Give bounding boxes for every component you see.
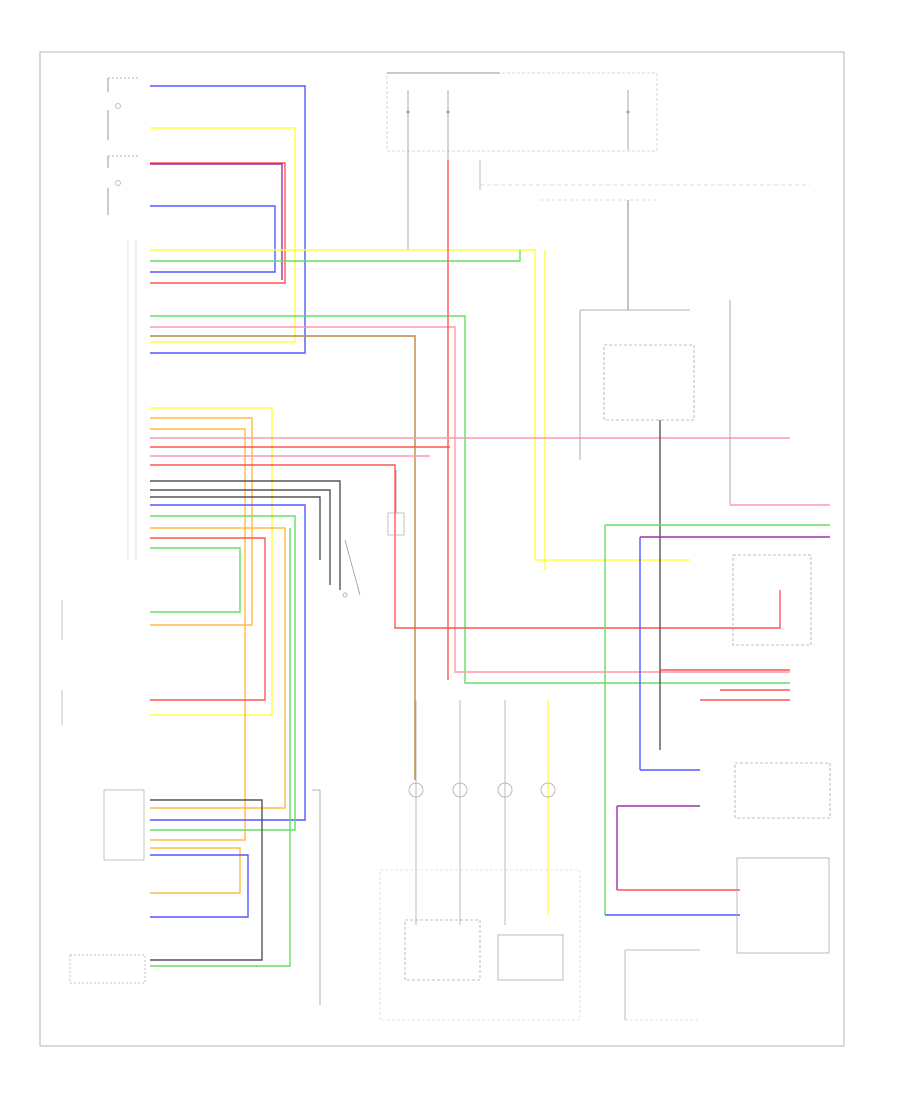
seat-position-connector bbox=[103, 789, 145, 861]
fuse-block-outline bbox=[386, 72, 658, 152]
passenger-airbag-module bbox=[497, 934, 564, 981]
squib-connector bbox=[497, 782, 513, 798]
cross-wire-group bbox=[150, 160, 790, 780]
splice-point bbox=[446, 110, 450, 114]
power-distribution-group bbox=[386, 72, 810, 400]
seat-belt-switch-box bbox=[732, 554, 812, 646]
occupant-sensor-box bbox=[734, 762, 831, 819]
sensor-symbol bbox=[115, 103, 121, 109]
sensor-symbol bbox=[115, 180, 121, 186]
obd-connector bbox=[69, 954, 146, 984]
squib-connector bbox=[452, 782, 468, 798]
right-component-group bbox=[579, 300, 831, 954]
top-left-component-group bbox=[107, 77, 140, 215]
airbag-module-group bbox=[379, 700, 581, 1021]
squib-connector bbox=[540, 782, 556, 798]
center-switch-group bbox=[342, 470, 405, 598]
splice-point bbox=[406, 110, 410, 114]
driver-airbag-module bbox=[404, 919, 481, 981]
left-wire-group bbox=[150, 85, 306, 354]
left-bottom-component-group bbox=[61, 600, 321, 1005]
steering-column-box bbox=[379, 869, 581, 1021]
squib-connector bbox=[408, 782, 424, 798]
diagram-frame bbox=[39, 51, 845, 1047]
seat-belt-tensioner-box bbox=[736, 857, 830, 954]
splice-point bbox=[626, 110, 630, 114]
main-connector-pin-column bbox=[127, 240, 137, 560]
right-bottom-component-group bbox=[624, 949, 700, 1021]
control-module-box bbox=[603, 344, 695, 421]
mid-left-wire-group bbox=[150, 407, 790, 967]
